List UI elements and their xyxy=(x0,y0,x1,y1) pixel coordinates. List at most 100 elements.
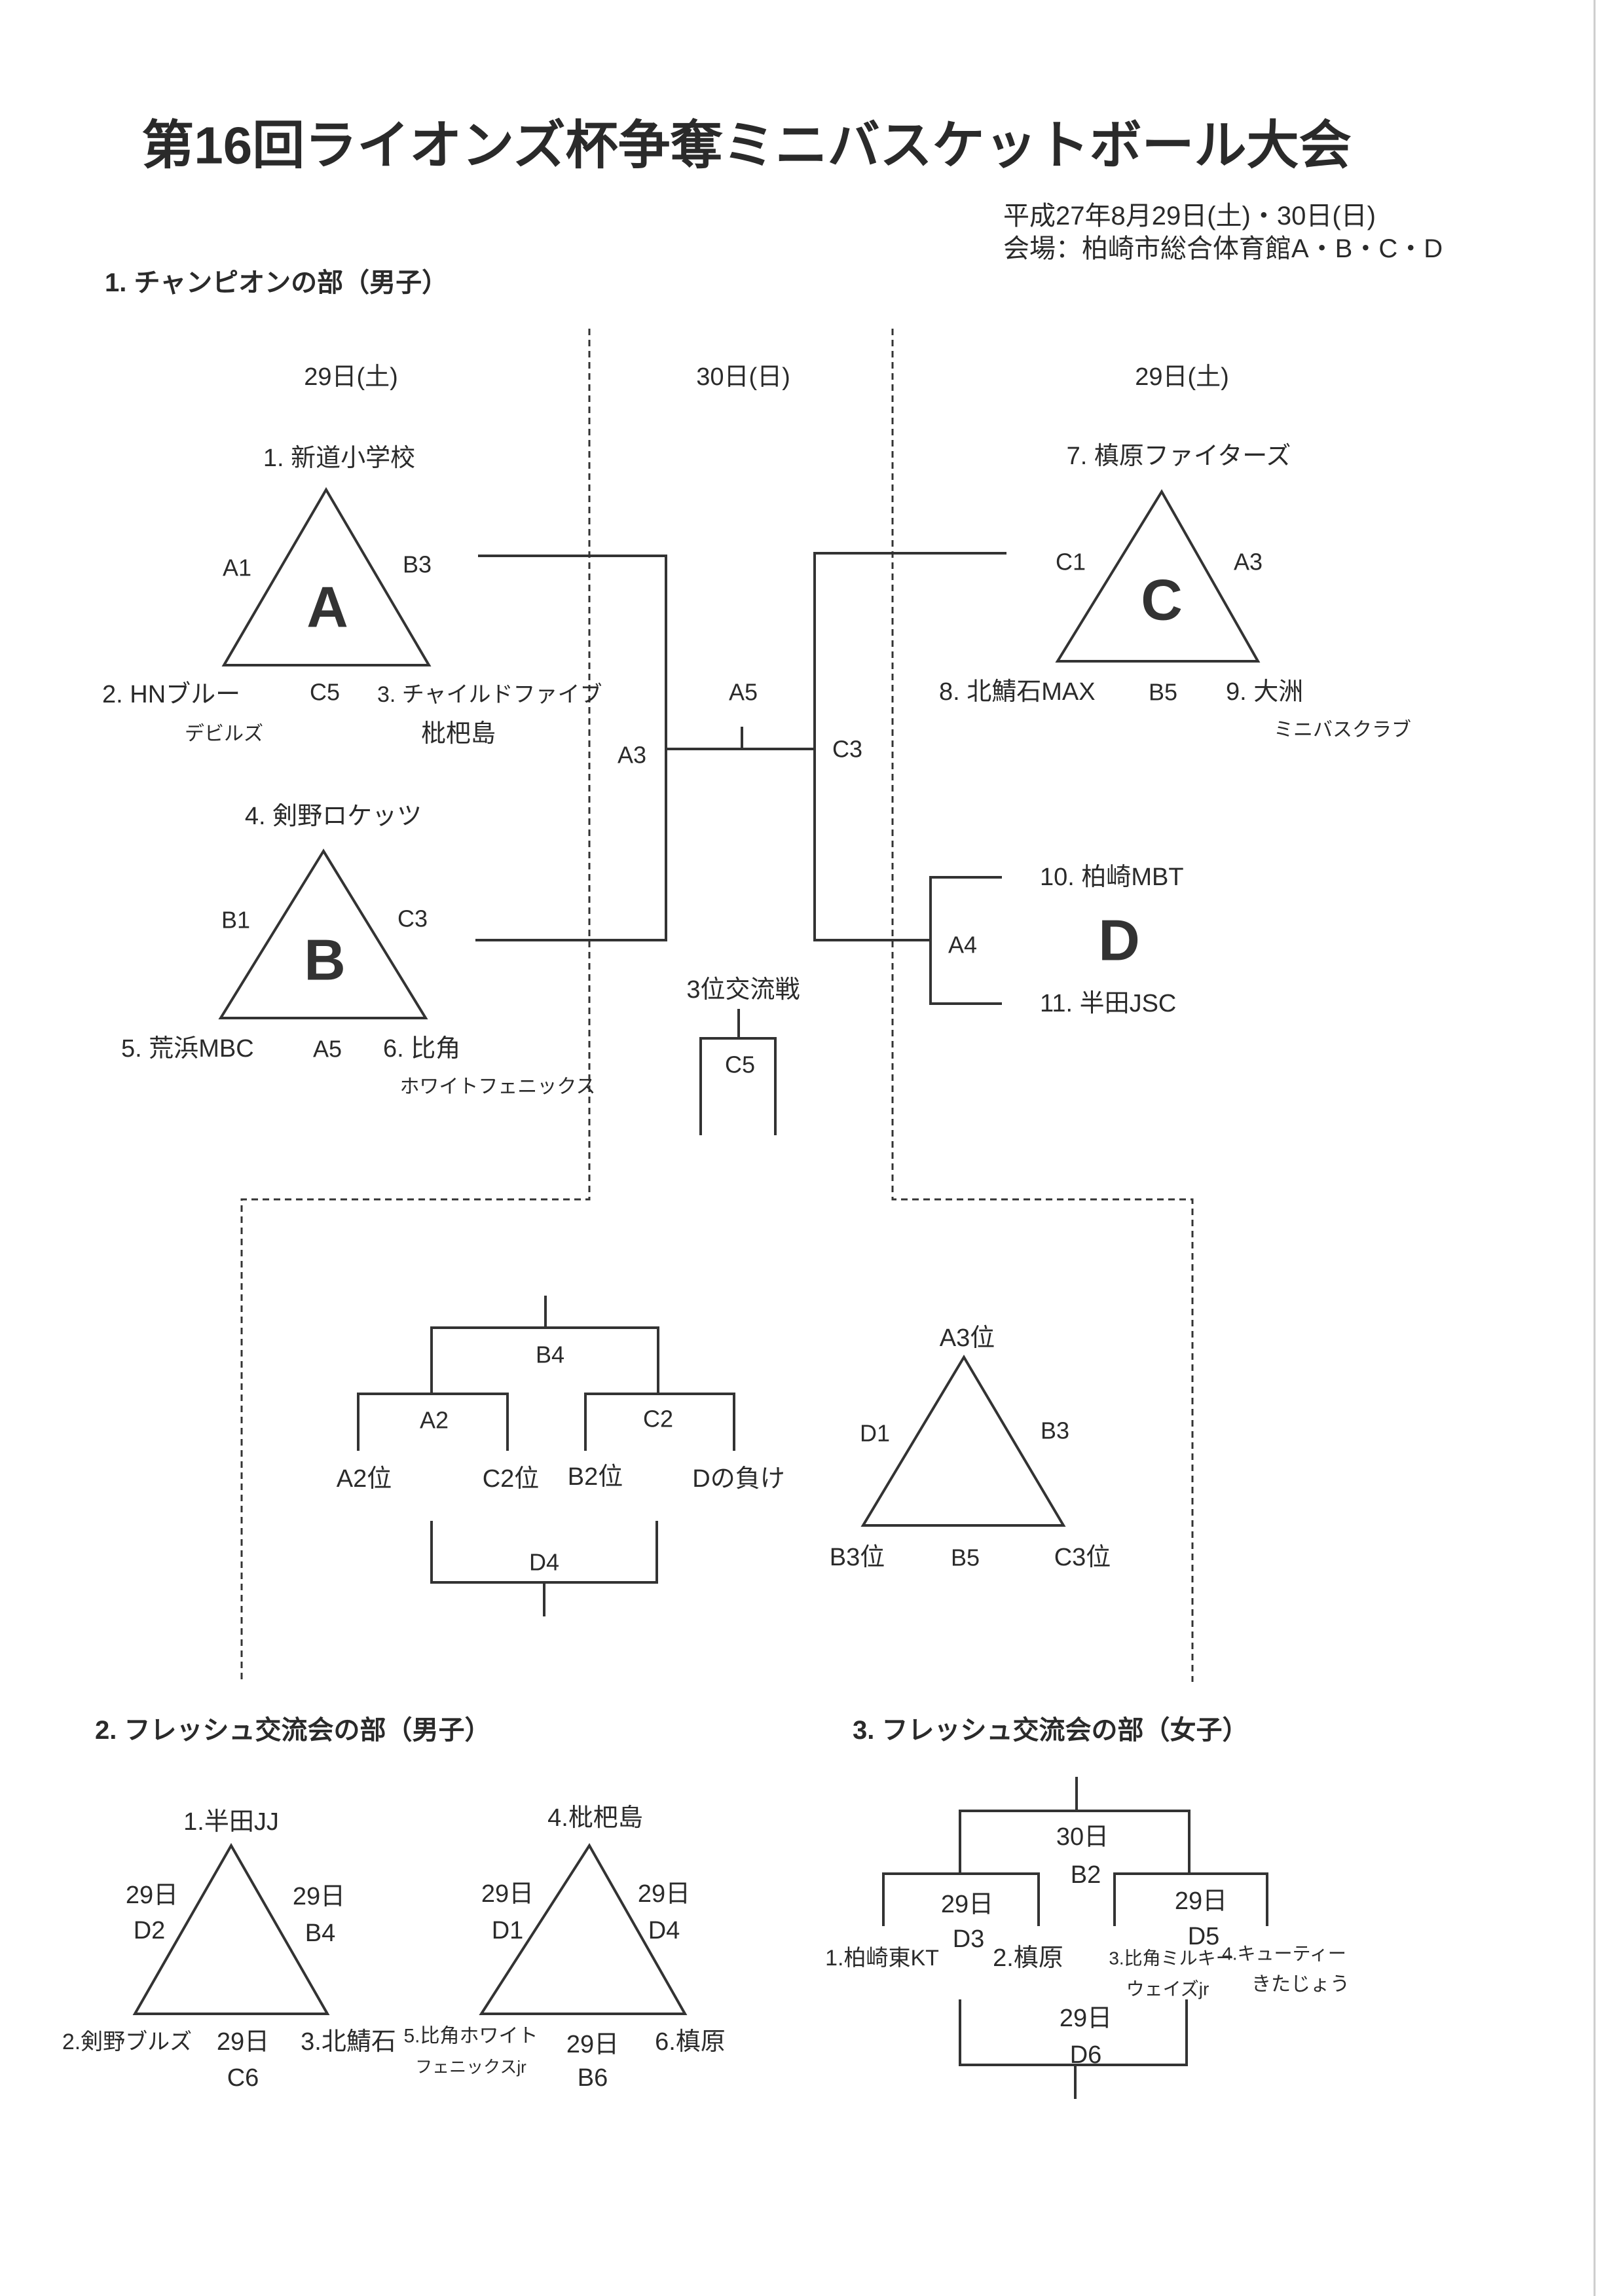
team-name: 5.比角ホワイト xyxy=(403,2026,538,2047)
team-name-line2: フェニックスjr xyxy=(415,2057,526,2077)
team-name: 3.比角ミルキー xyxy=(1109,1948,1234,1969)
consolation-triangle: A3位 D1 B3 B3位 B5 C3位 xyxy=(830,1324,1111,1571)
match-code: C1 xyxy=(1056,549,1086,575)
team-name: 1. 新道小学校 xyxy=(263,445,415,472)
match-code: D4 xyxy=(648,1917,680,1944)
group-b: B 4. 剣野ロケッツ B1 C3 5. 荒浜MBC A5 6. 比角 ホワイト… xyxy=(121,803,596,1098)
semifinal-right-code: C3 xyxy=(832,736,862,763)
team-name: 9. 大洲 xyxy=(1226,678,1303,706)
fresh-girls-bracket: 30日 B2 29日 D3 29日 D5 1.柏崎東KT 2.槙原 3.比角ミル… xyxy=(825,1777,1350,2099)
match-code: D6 xyxy=(1070,2041,1102,2069)
team-name: 4. 剣野ロケッツ xyxy=(245,803,422,830)
entrant: C2位 xyxy=(483,1465,540,1493)
third-place-label: 3位交流戦 xyxy=(686,976,800,1004)
entrant: A2位 xyxy=(337,1465,392,1493)
team-name: 1.柏崎東KT xyxy=(825,1946,939,1971)
match-code: B5 xyxy=(1149,679,1177,706)
team-name: 5. 荒浜MBC xyxy=(121,1035,254,1063)
team-name-line2: ホワイトフェニックス xyxy=(399,1076,595,1098)
team-name: 2. HNブルー xyxy=(102,681,240,708)
team-name: 3. チャイルドファイブ xyxy=(377,682,602,707)
match-day: 29日 xyxy=(941,1891,993,1918)
team-name: 6.槙原 xyxy=(655,2028,726,2056)
match-code: B4 xyxy=(536,1341,564,1368)
entrant: B3位 xyxy=(830,1544,885,1571)
section-heading-champion: 1. チャンピオンの部（男子） xyxy=(105,268,448,297)
match-day: 29日 xyxy=(1060,2005,1112,2032)
team-name: 6. 比角 xyxy=(383,1035,460,1063)
match-code: B6 xyxy=(578,2064,608,2092)
team-name-line2: 枇杷島 xyxy=(421,720,496,748)
match-code: A3 xyxy=(1234,549,1263,575)
event-date: 平成27年8月29日(土)・30日(日) xyxy=(1003,202,1376,230)
match-code: C3 xyxy=(397,905,428,932)
entrant: C3位 xyxy=(1054,1544,1111,1571)
match-day: 29日 xyxy=(566,2031,619,2058)
match-day: 29日 xyxy=(638,1880,690,1908)
match-code: B3 xyxy=(403,551,432,578)
group-letter: A xyxy=(306,575,348,640)
third-place-code: C5 xyxy=(725,1051,755,1078)
match-day: 29日 xyxy=(126,1882,178,1909)
team-name: 2.剣野ブルズ xyxy=(62,2030,192,2054)
match-code: A1 xyxy=(223,555,251,581)
match-code: D1 xyxy=(860,1420,890,1447)
group-letter: C xyxy=(1141,568,1183,632)
final-code: A5 xyxy=(729,679,758,706)
team-name: 4.キューティー xyxy=(1222,1944,1346,1964)
match-code: B5 xyxy=(951,1544,980,1571)
team-name-line2: ミニバスクラブ xyxy=(1274,720,1411,741)
day-label-center: 30日(日) xyxy=(696,363,790,391)
team-name: 11. 半田JSC xyxy=(1040,990,1176,1017)
team-name-line2: デビルズ xyxy=(185,723,263,745)
match-day: 29日 xyxy=(481,1880,534,1908)
team-name: 8. 北鯖石MAX xyxy=(939,678,1096,706)
match-code: B4 xyxy=(305,1920,335,1947)
event-venue: 会場：柏崎市総合体育館A・B・C・D xyxy=(1003,234,1443,263)
match-code: C5 xyxy=(310,679,340,706)
match-code: C2 xyxy=(643,1406,673,1432)
fresh-boys-group-2: 4.枇杷島 29日 D1 29日 D4 5.比角ホワイト フェニックスjr 29… xyxy=(403,1804,725,2092)
match-code: B1 xyxy=(221,907,250,934)
match-code: B3 xyxy=(1041,1417,1069,1444)
match-day: 30日 xyxy=(1056,1823,1109,1851)
entrant: B2位 xyxy=(568,1463,623,1491)
match-code: A2 xyxy=(420,1407,449,1434)
group-a: A 1. 新道小学校 A1 B3 2. HNブルー デビルズ C5 3. チャイ… xyxy=(102,445,602,748)
day-label-left: 29日(土) xyxy=(304,363,398,391)
group-letter: B xyxy=(304,928,346,993)
entrant: Dの負け xyxy=(692,1465,784,1493)
match-code: D4 xyxy=(529,1549,559,1576)
match-code: D1 xyxy=(492,1917,524,1944)
match-code: A5 xyxy=(313,1036,342,1063)
match-code: D3 xyxy=(953,1925,985,1953)
section-heading-fresh-girls: 3. フレッシュ交流会の部（女子） xyxy=(853,1716,1248,1745)
group-d: D 10. 柏崎MBT 11. 半田JSC A4 xyxy=(929,864,1184,1017)
fresh-boys-group-1: 1.半田JJ 29日 D2 29日 B4 2.剣野ブルズ 29日 C6 3.北鯖… xyxy=(62,1808,396,2092)
finals-bracket: A3 A5 C3 3位交流戦 C5 xyxy=(475,552,1006,1135)
group-c: C 7. 槙原ファイターズ C1 A3 8. 北鯖石MAX B5 9. 大洲 ミ… xyxy=(939,443,1411,741)
team-name: 10. 柏崎MBT xyxy=(1040,864,1184,891)
consolation-bracket: B4 A2 C2 A2位 C2位 B2位 Dの負け D4 xyxy=(337,1296,785,1616)
semifinal-left-code: A3 xyxy=(618,742,646,769)
team-name: 2.槙原 xyxy=(993,1944,1063,1972)
match-day: 29日 xyxy=(293,1883,345,1910)
team-name: 4.枇杷島 xyxy=(547,1804,643,1832)
match-day: 29日 xyxy=(1175,1887,1227,1915)
team-name-line2: ウェイズjr xyxy=(1126,1979,1209,1999)
section-heading-fresh-boys: 2. フレッシュ交流会の部（男子） xyxy=(95,1716,490,1745)
match-code: A4 xyxy=(948,932,977,958)
entrant: A3位 xyxy=(940,1324,995,1352)
match-code: D2 xyxy=(134,1917,166,1944)
page-title: 第16回ライオンズ杯争奪ミニバスケットボール大会 xyxy=(141,117,1351,175)
match-day: 29日 xyxy=(217,2028,269,2056)
team-name: 7. 槙原ファイターズ xyxy=(1067,443,1291,470)
day-label-right: 29日(土) xyxy=(1135,363,1229,391)
match-code: D5 xyxy=(1188,1923,1220,1950)
group-letter: D xyxy=(1098,908,1140,973)
day-dividers xyxy=(240,329,1194,1682)
match-code: B2 xyxy=(1071,1861,1101,1889)
match-code: C6 xyxy=(227,2064,259,2092)
team-name-line2: きたじょう xyxy=(1251,1974,1350,1995)
